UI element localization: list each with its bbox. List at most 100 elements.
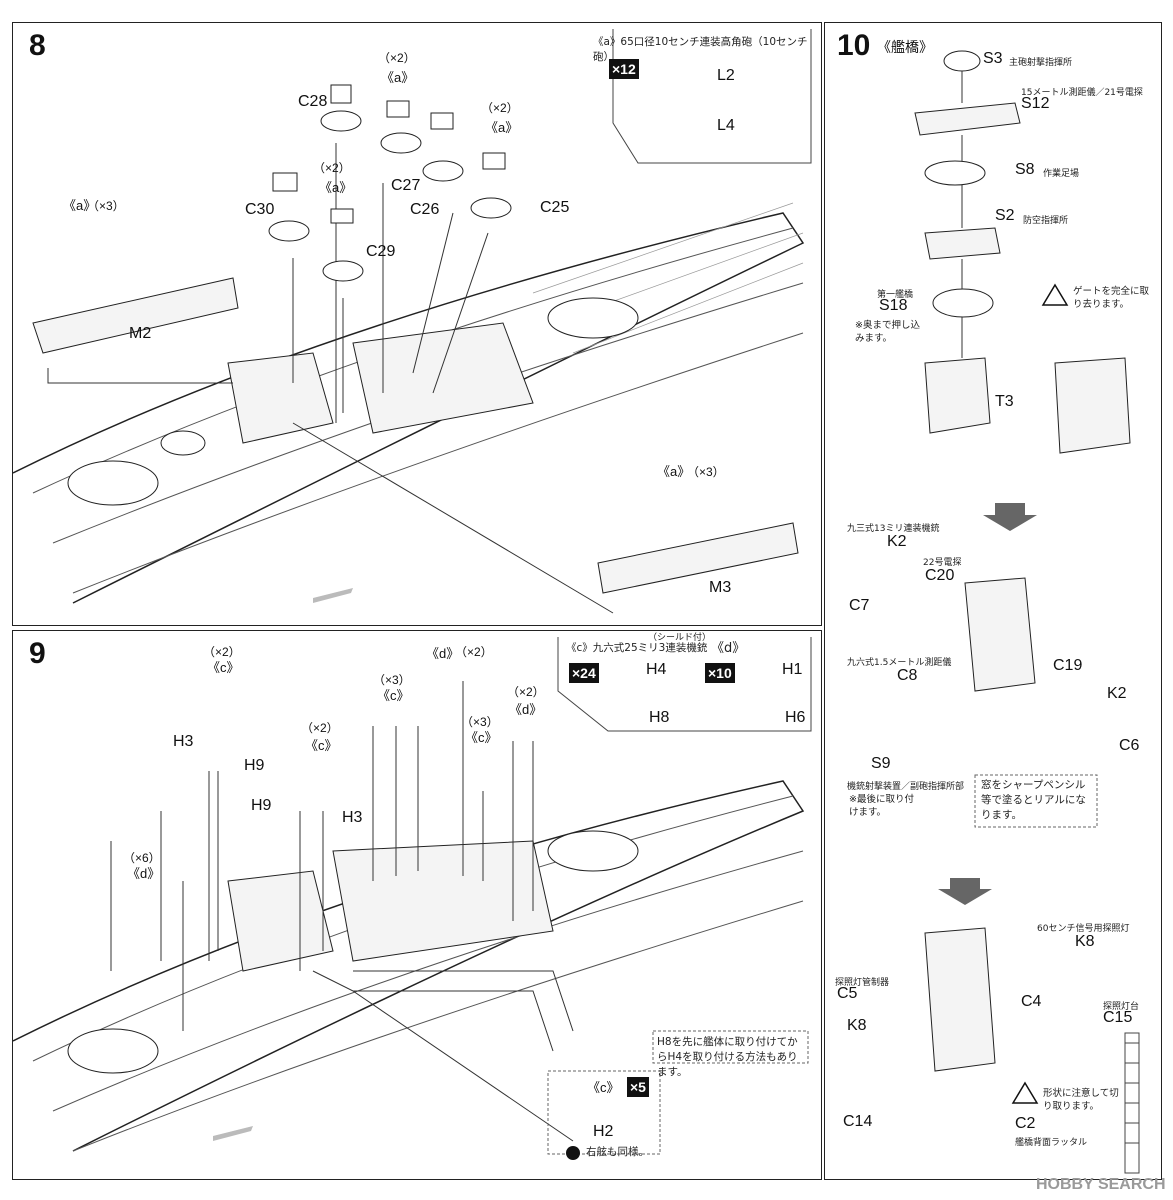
cut-note: 形状に注意して切り取ります。 xyxy=(1043,1088,1119,1112)
variant-label: 《c》 xyxy=(465,730,498,745)
part-label: H3 xyxy=(342,809,363,826)
part-label: S2 xyxy=(995,207,1015,224)
part-description: 22号電探 xyxy=(923,558,962,568)
part-label: M3 xyxy=(709,579,732,596)
part-label: L4 xyxy=(717,117,735,134)
gate-note: ゲートを完全に取り去ります。 xyxy=(1073,286,1150,310)
watermark: HOBBY SEARCH xyxy=(1036,1176,1166,1193)
part-label: S18 xyxy=(879,297,908,314)
part-description: 探照灯台 xyxy=(1103,1002,1140,1012)
variant-label: 《a》 xyxy=(319,180,353,195)
variant-label: 《c》 xyxy=(305,738,338,753)
part-label: M2 xyxy=(129,325,152,342)
quantity-badge: ×10 xyxy=(705,663,735,683)
part-label: C5 xyxy=(837,985,858,1002)
part-label: C8 xyxy=(897,667,918,684)
part-description: 防空指揮所 xyxy=(1023,216,1069,226)
part-label: C6 xyxy=(1119,737,1140,754)
quantity-badge: ×5 xyxy=(627,1077,649,1097)
part-description: 主砲射撃指揮所 xyxy=(1009,58,1073,68)
step-number: 10 xyxy=(837,29,871,62)
variant-label: 《a》 xyxy=(485,120,519,135)
part-label: K8 xyxy=(1075,933,1095,950)
part-label: L2 xyxy=(717,67,735,84)
assembly-note: ※最後に取り付けます。 xyxy=(849,794,914,818)
part-label: K2 xyxy=(1107,685,1127,702)
step9-drawing xyxy=(13,637,812,1160)
part-label: C2 xyxy=(1015,1115,1036,1132)
part-label: C20 xyxy=(925,567,955,584)
variant-label: （×3） xyxy=(373,673,411,687)
legend-a: 《a》65口径10センチ連装高角砲（10センチ砲） xyxy=(593,36,808,63)
part-label: C26 xyxy=(410,201,440,218)
variant-label: 《c》 xyxy=(587,1080,620,1095)
assembly-tip: H8を先に艦体に取り付けてからH4を取り付ける方法もあります。 xyxy=(657,1036,798,1078)
part-description: 探照灯管制器 xyxy=(835,978,890,988)
part-label: C29 xyxy=(366,243,396,260)
variant-label: （×2） xyxy=(507,685,545,699)
part-label: H3 xyxy=(173,733,194,750)
variant-label: （×3） xyxy=(687,465,725,479)
part-description: 機銃射撃装置／副砲指揮所部 xyxy=(847,782,965,792)
variant-label: 《d》 xyxy=(426,646,460,661)
variant-label: （×2） xyxy=(481,101,519,115)
variant-label: （×3） xyxy=(461,715,499,729)
part-label: C15 xyxy=(1103,1009,1133,1026)
part-description: 九三式13ミリ連装機銃 xyxy=(847,524,940,534)
part-label: K2 xyxy=(887,533,907,550)
quantity-badge: ×24 xyxy=(569,663,599,683)
variant-label: （×2） xyxy=(203,645,241,659)
variant-label: （×6） xyxy=(123,851,161,865)
part-label: S12 xyxy=(1021,95,1050,112)
part-label: S8 xyxy=(1015,161,1035,178)
part-label: H9 xyxy=(244,757,265,774)
part-description: 九六式1.5メートル測距儀 xyxy=(847,658,952,668)
part-label: H6 xyxy=(785,709,806,726)
part-label: T3 xyxy=(995,393,1014,410)
variant-label: （×2） xyxy=(455,645,493,659)
variant-label: （×3） xyxy=(87,199,125,213)
part-description: 60センチ信号用探照灯 xyxy=(1037,924,1130,934)
part-label: C7 xyxy=(849,597,870,614)
variant-label: 《c》 xyxy=(377,688,410,703)
legend-c-note: （シールド付） xyxy=(648,633,712,643)
part-description: 艦橋背面ラッタル xyxy=(1015,1138,1088,1148)
legend-d: 《d》 xyxy=(711,641,746,656)
part-label: S9 xyxy=(871,755,891,772)
step10-panel: 10 《艦橋》 S3 主砲射撃指揮所 15メートル測距儀／21号電探 S12 S… xyxy=(824,22,1162,1180)
step-title: 《艦橋》 xyxy=(877,39,933,55)
variant-label: 《d》 xyxy=(509,702,543,717)
step9-panel: 9 （シールド付） 《c》九六式25ミリ3連装機銃 《d》 ×24 ×10 H4… xyxy=(12,630,822,1180)
part-description: 第一艦橋 xyxy=(877,290,914,300)
part-label: C4 xyxy=(1021,993,1042,1010)
step-number: 9 xyxy=(29,637,46,670)
part-description: 作業足場 xyxy=(1043,169,1080,179)
part-label: H9 xyxy=(251,797,272,814)
window-note: 窓をシャープペンシル等で塗るとリアルになります。 xyxy=(981,779,1086,821)
part-label: S3 xyxy=(983,50,1003,67)
part-label: K8 xyxy=(847,1017,867,1034)
variant-label: 《a》 xyxy=(381,70,415,85)
part-description: 15メートル測距儀／21号電探 xyxy=(1021,88,1143,98)
step-number: 8 xyxy=(29,29,46,62)
step10-drawing xyxy=(914,50,1140,1174)
quantity-badge: ×12 xyxy=(609,59,639,79)
variant-label: （×2） xyxy=(313,161,351,175)
part-label: C30 xyxy=(245,201,275,218)
part-label: C28 xyxy=(298,93,328,110)
variant-label: （×2） xyxy=(301,721,339,735)
variant-label: 《c》 xyxy=(207,660,240,675)
part-label: C19 xyxy=(1053,657,1083,674)
variant-label: （×2） xyxy=(378,51,416,65)
part-label: C27 xyxy=(391,177,421,194)
part-label: C14 xyxy=(843,1113,873,1130)
assembly-note: ※奥まで押し込みます。 xyxy=(855,320,920,344)
step8-panel: 8 《a》65口径10センチ連装高角砲（10センチ砲） ×12 L2 L4 （×… xyxy=(12,22,822,626)
part-label: H4 xyxy=(646,661,667,678)
part-label: C25 xyxy=(540,199,570,216)
variant-label: 《d》 xyxy=(127,866,161,881)
part-label: H8 xyxy=(649,709,670,726)
variant-label: 《a》 xyxy=(657,464,691,479)
legend-c: 《c》九六式25ミリ3連装機銃 xyxy=(566,642,708,654)
step8-drawing xyxy=(13,29,812,614)
